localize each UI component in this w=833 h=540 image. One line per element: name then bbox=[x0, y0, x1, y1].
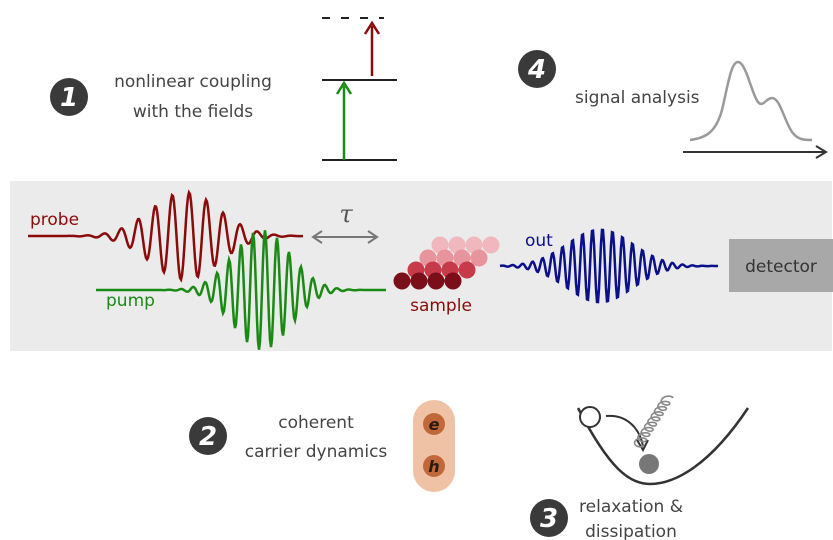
step3-badge-circle bbox=[530, 499, 568, 537]
step1-label-line2: with the fields bbox=[133, 102, 253, 122]
electron-dot bbox=[423, 413, 445, 435]
sample-atom bbox=[465, 236, 483, 254]
step4-label: signal analysis bbox=[575, 88, 700, 108]
sample-atom bbox=[458, 261, 476, 279]
step3-label-line2: dissipation bbox=[585, 522, 677, 540]
relaxation-diagram bbox=[576, 395, 750, 486]
step1-number: 1 bbox=[60, 83, 78, 113]
sample-atom bbox=[431, 236, 449, 254]
step2-label-line1: coherent bbox=[278, 413, 354, 433]
probe-arrowhead bbox=[363, 20, 381, 35]
delay-arrowhead-right bbox=[367, 230, 379, 244]
step3-badge: 3 bbox=[530, 499, 568, 537]
final-particle bbox=[639, 454, 659, 474]
pump-pulse bbox=[96, 230, 386, 350]
detector-box bbox=[729, 239, 833, 292]
step2-number: 2 bbox=[199, 422, 217, 452]
step2-badge: 2 bbox=[189, 417, 227, 455]
step2-badge-circle bbox=[189, 417, 227, 455]
step3-number: 3 bbox=[540, 504, 558, 534]
probe-label: probe bbox=[30, 210, 79, 230]
sample-atom bbox=[393, 272, 411, 290]
spectrum-curve bbox=[689, 60, 813, 142]
electron-label: e bbox=[429, 415, 440, 434]
spring-icon bbox=[633, 395, 674, 448]
output-pulse bbox=[499, 228, 719, 304]
spectrum-axis-arrowhead bbox=[815, 145, 828, 159]
delay-arrow bbox=[311, 230, 379, 244]
pump-arrowhead bbox=[335, 80, 353, 95]
energy-level-diagram bbox=[322, 17, 397, 161]
delay-tau-label: τ bbox=[339, 200, 353, 228]
step4-badge-circle bbox=[518, 50, 556, 88]
step2-label-line2: carrier dynamics bbox=[245, 442, 388, 462]
step4-number: 4 bbox=[527, 55, 546, 85]
sample-atom bbox=[410, 272, 428, 290]
out-label: out bbox=[525, 231, 553, 251]
hole-dot bbox=[423, 455, 445, 477]
step1-badge-circle bbox=[50, 78, 88, 116]
step1-badge: 1 bbox=[50, 78, 88, 116]
step4-badge: 4 bbox=[518, 50, 556, 88]
detector-label: detector bbox=[745, 257, 817, 277]
relaxation-arrowhead bbox=[636, 439, 649, 453]
sample-atom bbox=[448, 236, 466, 254]
sample-atom bbox=[444, 272, 462, 290]
spectrum-plot bbox=[683, 60, 828, 159]
sample-atom bbox=[427, 272, 445, 290]
initial-particle bbox=[579, 406, 601, 428]
sample-label: sample bbox=[410, 296, 472, 316]
step3-label-line1: relaxation & bbox=[579, 497, 683, 517]
potential-well bbox=[576, 407, 750, 486]
sample-atom bbox=[482, 236, 500, 254]
hole-label: h bbox=[428, 457, 439, 476]
carrier-pair: e h bbox=[413, 400, 455, 492]
sample-atom bbox=[470, 249, 488, 267]
step1-label-line1: nonlinear coupling bbox=[114, 72, 272, 92]
delay-arrowhead-left bbox=[311, 230, 323, 244]
probe-pulse bbox=[28, 189, 304, 283]
pump-label: pump bbox=[106, 291, 155, 311]
sample bbox=[393, 236, 500, 290]
